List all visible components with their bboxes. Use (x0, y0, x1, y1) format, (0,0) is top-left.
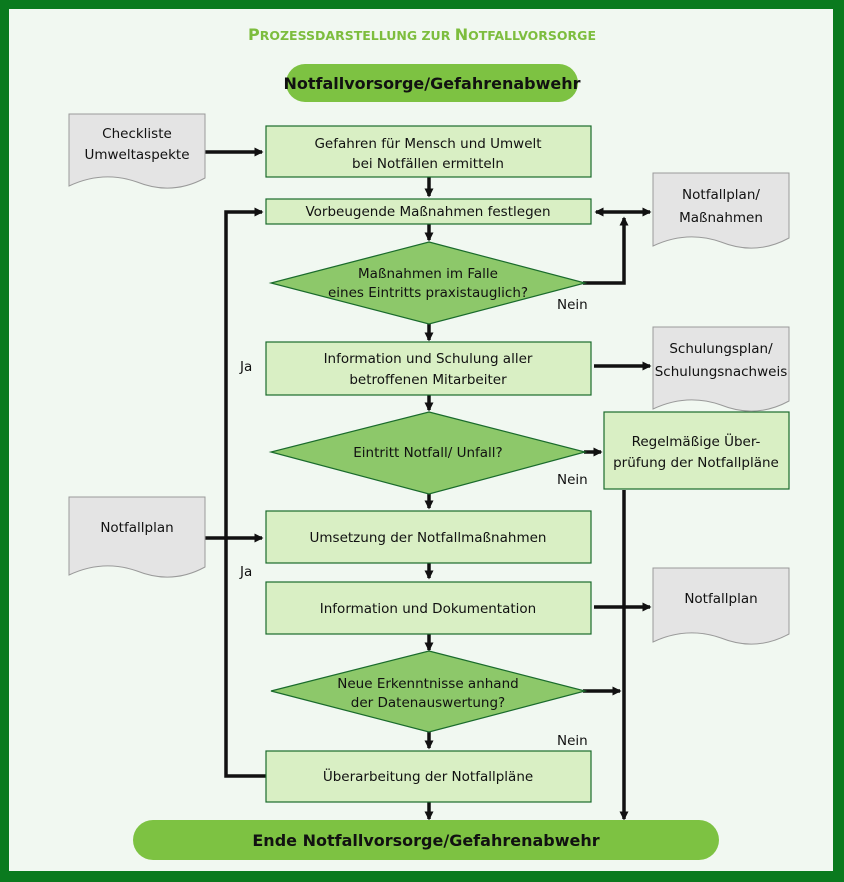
erkenntnisse-line-2: der Datenauswertung? (351, 695, 505, 711)
eintritt-label: Eintritt Notfall/ Unfall? (353, 445, 502, 461)
regelmaessig-line-2: prüfung der Notfallpläne (613, 455, 779, 471)
box-information-schulung (265, 341, 592, 396)
svg-text:Notfallvorsorge/Gefahrenabwehr: Notfallvorsorge/Gefahrenabwehr (283, 74, 580, 93)
praxistauglich-line-1: Maßnahmen im Falle (358, 266, 498, 282)
diagram-title: PROZESSDARSTELLUNG ZUR NOTFALLVORSORGE (248, 25, 596, 44)
box-regelmaessig (603, 411, 790, 490)
gefahren-line-2: bei Notfällen ermitteln (352, 156, 504, 172)
start-terminal: Notfallvorsorge/Gefahrenabwehr (283, 64, 581, 102)
regelmaessig-line-1: Regelmäßige Über- (632, 432, 761, 450)
doc-notfallplan-right (652, 567, 790, 645)
gefahren-line-1: Gefahren für Mensch und Umwelt (314, 136, 541, 152)
arrow-praxistauglich-nein (583, 216, 629, 285)
label-nein-1: Nein (557, 297, 588, 313)
schulung-line-1: Information und Schulung aller (324, 351, 533, 367)
praxistauglich-line-2: eines Eintritts praxistauglich? (328, 285, 528, 301)
schulungsplan-line-1: Schulungsplan/ (669, 341, 773, 357)
doc-notfallplan-left (68, 496, 206, 578)
erkenntnisse-line-1: Neue Erkenntnisse anhand (337, 676, 518, 692)
box-dokumentation (265, 581, 592, 635)
svg-text:Ende Notfallvorsorge/Gefahrena: Ende Notfallvorsorge/Gefahrenabwehr (252, 831, 599, 850)
notfallplan-right-label: Notfallplan (684, 591, 757, 607)
box-gefahren (265, 125, 592, 178)
notfallplan-massnahmen-line-2: Maßnahmen (679, 210, 763, 226)
decision-praxistauglich (268, 241, 588, 325)
box-umsetzung (265, 510, 592, 564)
label-ja-2: Ja (239, 564, 252, 580)
doc-checkliste (68, 113, 206, 189)
vorbeugende-label: Vorbeugende Maßnahmen festlegen (305, 204, 550, 220)
box-vorbeugende (265, 198, 592, 225)
notfallplan-left-label: Notfallplan (100, 520, 173, 536)
arrow-loop-back (224, 207, 266, 778)
doc-notfallplan-massnahmen (652, 172, 790, 249)
label-nein-2: Nein (557, 472, 588, 488)
label-ja-1: Ja (239, 359, 252, 375)
box-ueberarbeitung (265, 750, 592, 803)
schulungsplan-line-2: Schulungsnachweis (655, 364, 788, 380)
decision-eintritt (268, 411, 588, 495)
doc-schulungsplan (652, 326, 790, 412)
ueberarbeitung-label: Überarbeitung der Notfallpläne (323, 767, 533, 785)
notfallplan-massnahmen-line-1: Notfallplan/ (682, 187, 760, 203)
dokumentation-label: Information und Dokumentation (320, 601, 536, 617)
end-terminal: Ende Notfallvorsorge/Gefahrenabwehr (133, 820, 719, 860)
schulung-line-2: betroffenen Mitarbeiter (349, 372, 507, 388)
label-nein-3: Nein (557, 733, 588, 749)
decision-erkenntnisse (270, 650, 588, 733)
umsetzung-label: Umsetzung der Notfallmaßnahmen (310, 530, 547, 546)
checkliste-line-2: Umweltaspekte (84, 147, 189, 163)
checkliste-line-1: Checkliste (102, 126, 172, 142)
